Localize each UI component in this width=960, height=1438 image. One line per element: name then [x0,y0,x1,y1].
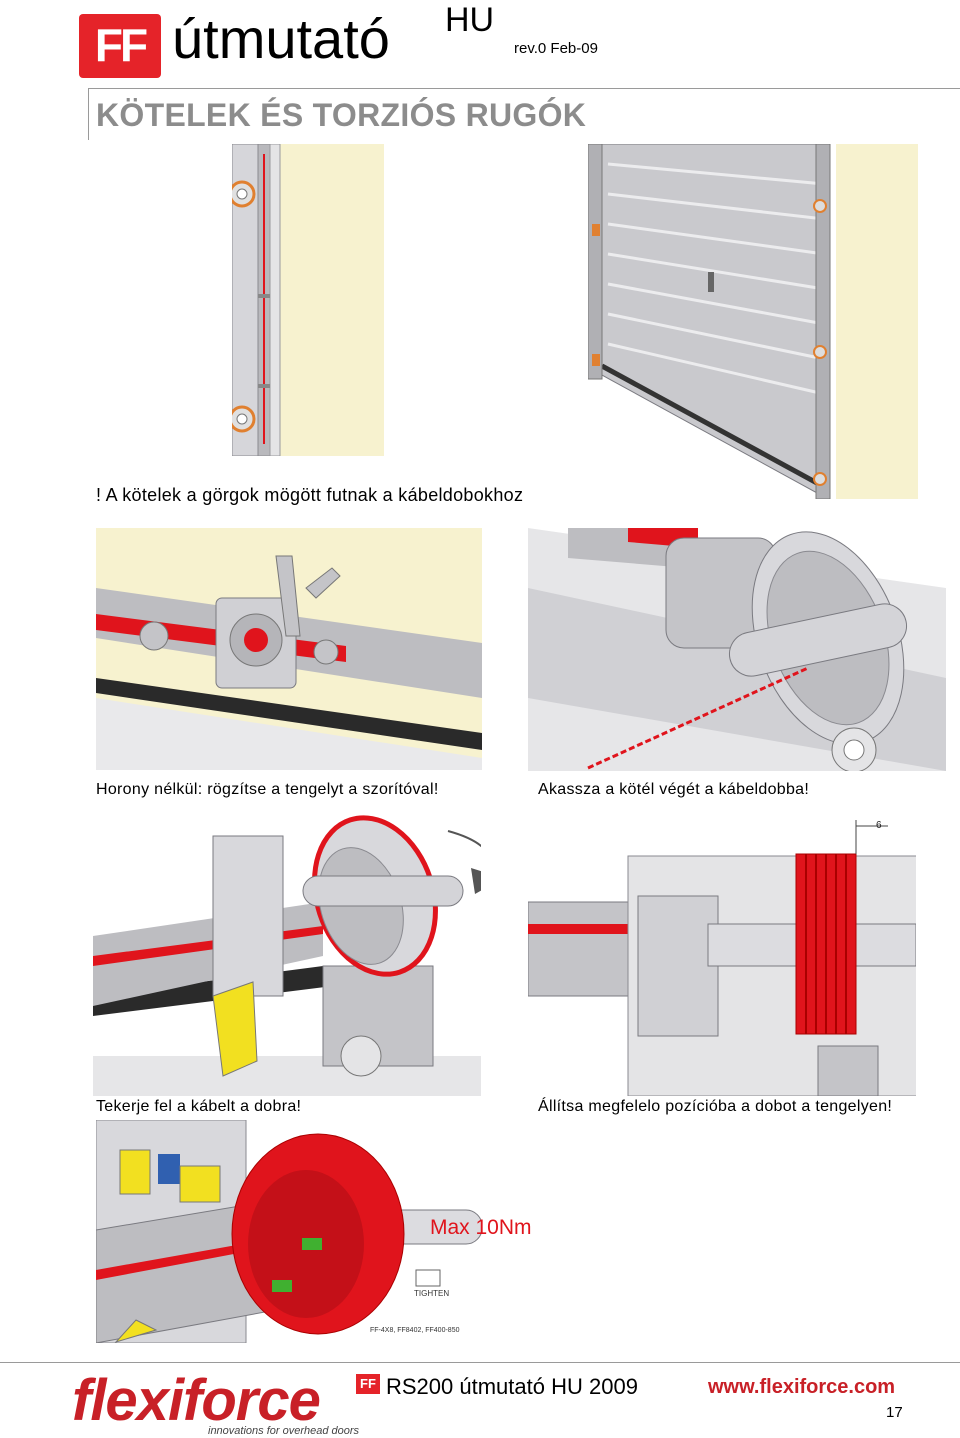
caption-clamp-shaft: Horony nélkül: rögzítse a tengelyt a szo… [96,781,439,798]
page-number: 17 [886,1404,903,1421]
caption-cable-routing: ! A kötelek a görgok mögött futnak a káb… [96,485,524,505]
tighten-label: TIGHTEN [414,1289,449,1298]
figure-vertical-track [232,144,384,456]
section-title: KÖTELEK ÉS TORZIÓS RUGÓK [96,97,587,133]
torque-label: Max 10Nm [430,1216,532,1239]
ff-logo: FF [79,14,161,78]
header-divider-vertical [88,88,89,140]
footer-divider [0,1362,960,1363]
dimension-label: 6 [876,820,882,831]
manual-name: RS200 útmutató HU 2009 [386,1374,638,1399]
caption-wind-cable: Tekerje fel a kábelt a dobra! [96,1098,302,1115]
figure-hook-cable [528,528,946,771]
revision-label: rev.0 Feb-09 [514,40,598,57]
caption-position-drum: Állítsa megfelelo pozícióba a dobot a te… [538,1098,893,1115]
flexiforce-tagline: innovations for overhead doors [208,1425,360,1437]
caption-hook-cable: Akassza a kötél végét a kábeldobba! [538,781,810,798]
language-code: HU [445,1,495,39]
logo-text: FF [94,19,148,71]
website-link[interactable]: www.flexiforce.com [708,1376,896,1398]
flexiforce-badge: FF [356,1374,380,1394]
figure-wind-cable [93,806,481,1096]
figure-door-panels [588,144,918,499]
figure-tighten-drum: TIGHTEN FF-4X8, FF8402, FF400-850 [96,1120,482,1343]
figure-shaft-clamp [96,528,482,770]
flexiforce-logo: flexiforce [72,1368,321,1433]
part-codes-label: FF-4X8, FF8402, FF400-850 [370,1327,460,1334]
header-divider [88,88,960,89]
figure-position-drum: 6 [528,806,916,1096]
document-title: útmutató [172,7,390,70]
